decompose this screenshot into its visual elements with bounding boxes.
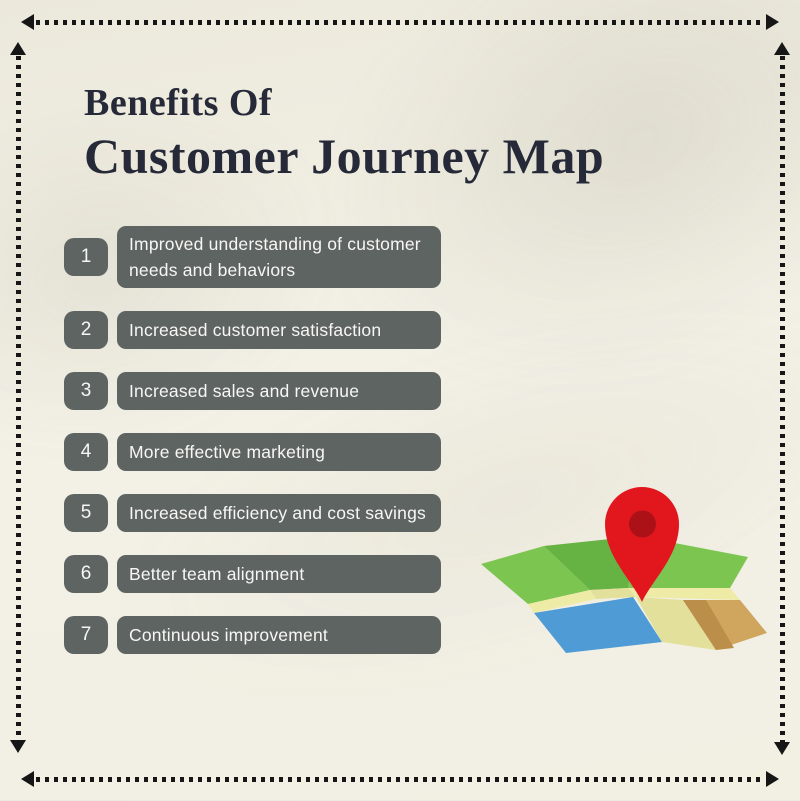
- list-item: 3 Increased sales and revenue: [64, 372, 441, 410]
- number-badge: 4: [64, 433, 108, 471]
- dotted-line-left: [16, 56, 21, 740]
- page-title: Benefits Of Customer Journey Map: [84, 84, 604, 181]
- arrowhead-icon: [766, 14, 779, 30]
- arrowhead-icon: [21, 771, 34, 787]
- benefit-label: Increased customer satisfaction: [117, 311, 441, 349]
- dotted-line-top: [36, 20, 764, 25]
- list-item: 6 Better team alignment: [64, 555, 441, 593]
- benefit-label: Improved understanding of customer needs…: [117, 226, 441, 288]
- arrowhead-icon: [766, 771, 779, 787]
- title-line-2: Customer Journey Map: [84, 128, 605, 184]
- list-item: 1 Improved understanding of customer nee…: [64, 226, 441, 288]
- title-line-1: Benefits Of: [84, 82, 273, 124]
- list-item: 2 Increased customer satisfaction: [64, 311, 441, 349]
- list-item: 5 Increased efficiency and cost savings: [64, 494, 441, 532]
- number-badge: 1: [64, 238, 108, 276]
- arrowhead-icon: [21, 14, 34, 30]
- arrowhead-icon: [774, 42, 790, 55]
- number-badge: 2: [64, 311, 108, 349]
- number-badge: 5: [64, 494, 108, 532]
- dotted-line-bottom: [36, 777, 764, 782]
- location-pin-icon: [605, 487, 679, 602]
- map-icon: [481, 487, 767, 653]
- benefits-list: 1 Improved understanding of customer nee…: [64, 226, 441, 654]
- arrowhead-icon: [774, 742, 790, 755]
- benefit-label: Increased sales and revenue: [117, 372, 441, 410]
- list-item: 7 Continuous improvement: [64, 616, 441, 654]
- benefit-label: Increased efficiency and cost savings: [117, 494, 441, 532]
- arrowhead-icon: [10, 42, 26, 55]
- number-badge: 3: [64, 372, 108, 410]
- benefit-label: Continuous improvement: [117, 616, 441, 654]
- folded-map-illustration: [478, 480, 778, 670]
- list-item: 4 More effective marketing: [64, 433, 441, 471]
- number-badge: 7: [64, 616, 108, 654]
- benefit-label: More effective marketing: [117, 433, 441, 471]
- arrowhead-icon: [10, 740, 26, 753]
- number-badge: 6: [64, 555, 108, 593]
- dotted-line-right: [780, 56, 785, 742]
- benefit-label: Better team alignment: [117, 555, 441, 593]
